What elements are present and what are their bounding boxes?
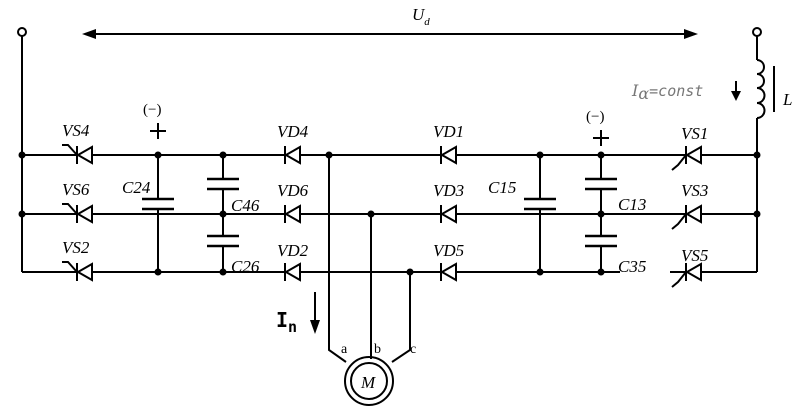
terminal-right — [752, 27, 762, 37]
junction-dot — [154, 268, 162, 276]
label-vs1: VS1 — [681, 124, 708, 143]
ia-arrow-head — [731, 91, 741, 101]
label-vd1: VD1 — [433, 122, 464, 141]
thyristor-vs4 — [62, 144, 93, 165]
thyristor-vs5 — [671, 262, 702, 288]
load-current-label: In — [276, 308, 297, 336]
junction-dot — [536, 151, 544, 159]
diode-vd5 — [439, 262, 457, 282]
label-vd3: VD3 — [433, 181, 464, 200]
junction-dot — [753, 151, 761, 159]
diode-vd1 — [439, 145, 457, 165]
label-vs6: VS6 — [62, 180, 90, 199]
thyristor-vs2 — [62, 261, 93, 282]
ud-label: Ud — [412, 5, 430, 28]
thyristor-vs6 — [62, 203, 93, 224]
terminal-left — [17, 27, 27, 37]
motor-outer-ring — [344, 356, 394, 406]
junction-dot — [597, 151, 605, 159]
junction-dot — [753, 210, 761, 218]
label-vs4: VS4 — [62, 121, 90, 140]
label-vs3: VS3 — [681, 181, 708, 200]
diode-vd3 — [439, 204, 457, 224]
phase-b-label: b — [374, 342, 381, 357]
junction-dot — [219, 151, 227, 159]
phase-a-wire — [328, 155, 347, 363]
label-c24: C24 — [122, 178, 151, 197]
junction-dot — [406, 268, 414, 276]
junction-dot — [18, 151, 26, 159]
junction-dot — [219, 210, 227, 218]
inductor-coil — [756, 59, 766, 119]
thyristor-vs3 — [671, 204, 702, 230]
label-vd6: VD6 — [277, 181, 309, 200]
junction-dot — [367, 210, 375, 218]
label-vd2: VD2 — [277, 241, 309, 260]
thyristor-vs1 — [671, 145, 702, 171]
phase-a-label: a — [341, 342, 348, 357]
label-vd4: VD4 — [277, 122, 309, 141]
junction-dot — [597, 268, 605, 276]
motor-inner-ring — [350, 362, 388, 400]
phase-c-wire — [391, 272, 411, 363]
inductor-label: L — [782, 90, 792, 109]
motor-label: M — [360, 373, 376, 392]
diode-vd4 — [283, 145, 301, 165]
phase-c-label: c — [410, 342, 416, 357]
ud-arrow-right-head — [684, 29, 698, 39]
junction-dot — [536, 268, 544, 276]
diode-vd2 — [283, 262, 301, 282]
junction-dot — [154, 151, 162, 159]
label-c46: C46 — [231, 196, 260, 215]
label-vs5: VS5 — [681, 246, 708, 265]
inductor-current-label: Iα=const — [631, 81, 703, 103]
ud-arrow-left-head — [82, 29, 96, 39]
junction-dot — [597, 210, 605, 218]
label-c26: C26 — [231, 257, 260, 276]
label-vd5: VD5 — [433, 241, 464, 260]
polarity-minus-right: (−) — [586, 109, 604, 125]
polarity-minus-left: (−) — [143, 102, 161, 118]
diode-vd6 — [283, 204, 301, 224]
in-arrow-head — [310, 320, 320, 334]
label-c15: C15 — [488, 178, 516, 197]
junction-dot — [219, 268, 227, 276]
junction-dot — [18, 210, 26, 218]
label-vs2: VS2 — [62, 238, 90, 257]
label-c13: C13 — [618, 195, 646, 214]
junction-dot — [325, 151, 333, 159]
label-c35: C35 — [618, 257, 646, 276]
